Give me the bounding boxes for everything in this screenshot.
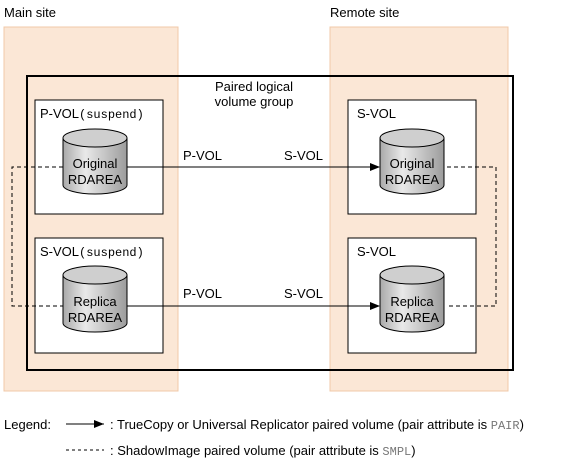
link-bottom-left-label: P-VOL bbox=[183, 286, 222, 301]
cylinder-text: Original bbox=[390, 156, 435, 171]
cylinder-original-remote: Original RDAREA bbox=[379, 128, 445, 195]
legend-dashed-description: : ShadowImage paired volume (pair attrib… bbox=[110, 443, 416, 459]
cylinder-text: Replica bbox=[390, 294, 434, 309]
main-top-volume-label: P-VOL(suspend) bbox=[40, 106, 144, 122]
cylinder-text: Replica bbox=[73, 294, 117, 309]
cylinder-original-main: Original RDAREA bbox=[62, 128, 128, 195]
cylinder-text: Original bbox=[73, 156, 118, 171]
cylinder-text: RDAREA bbox=[385, 172, 440, 187]
main-site-label: Main site bbox=[4, 5, 56, 20]
remote-bottom-volume-label: S-VOL bbox=[357, 244, 396, 259]
link-top-left-label: P-VOL bbox=[183, 148, 222, 163]
paired-volume-group-box bbox=[26, 75, 514, 371]
legend-solid-description: : TrueCopy or Universal Replicator paire… bbox=[110, 417, 524, 433]
cylinder-replica-main: Replica RDAREA bbox=[62, 265, 128, 333]
remote-site-label: Remote site bbox=[330, 5, 399, 20]
shadowimage-link-main bbox=[11, 166, 63, 307]
cylinder-text: RDAREA bbox=[385, 310, 440, 325]
legend: Legend: : TrueCopy or Universal Replicat… bbox=[0, 410, 576, 463]
shadowimage-link-remote bbox=[447, 166, 497, 307]
remote-top-volume-label: S-VOL bbox=[357, 106, 396, 121]
cylinder-text: RDAREA bbox=[68, 310, 123, 325]
legend-solid-arrow-icon bbox=[66, 420, 104, 428]
cylinder-text: RDAREA bbox=[68, 172, 123, 187]
link-bottom-right-label: S-VOL bbox=[284, 286, 323, 301]
group-label-line1: Paired logical bbox=[215, 79, 293, 94]
legend-title: Legend: bbox=[4, 417, 51, 432]
diagram-canvas: Main site Remote site Paired logical vol… bbox=[3, 5, 514, 392]
group-label-line2: volume group bbox=[215, 94, 294, 109]
legend-dashed-line-icon bbox=[66, 449, 104, 451]
main-bottom-volume-label: S-VOL(suspend) bbox=[40, 244, 144, 260]
cylinder-replica-remote: Replica RDAREA bbox=[379, 265, 445, 333]
link-top-right-label: S-VOL bbox=[284, 148, 323, 163]
